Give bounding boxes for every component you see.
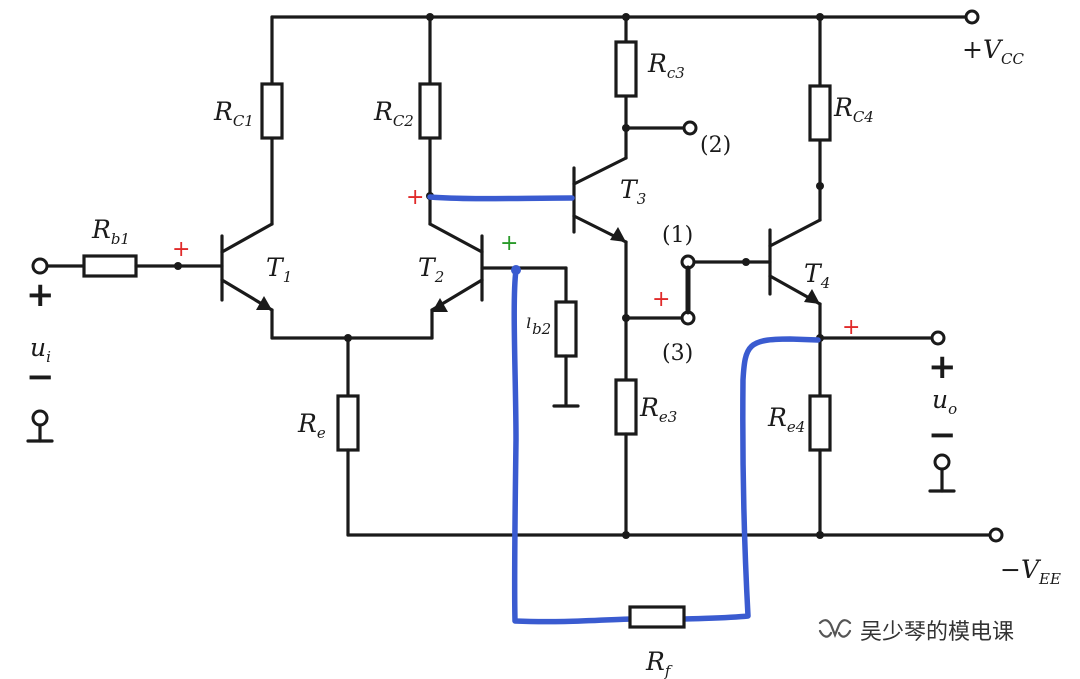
feedback-annotation [427, 194, 821, 629]
t3-label: T3 [620, 175, 646, 208]
transistor-t1 [220, 136, 274, 340]
node-2-label: (2) [700, 133, 731, 158]
re-label: Re [297, 409, 326, 442]
t4-label: T4 [804, 259, 830, 292]
node-3-label: (3) [662, 341, 693, 366]
resistor-rc4 [808, 84, 832, 142]
input-section [26, 254, 224, 443]
rc2-label: RC2 [373, 97, 414, 130]
output-minus-sign: − [928, 415, 957, 455]
blue-feedback-left [511, 267, 633, 625]
blue-feedback-right [681, 336, 821, 622]
output-ground-terminal [933, 453, 951, 471]
vcc-terminal [964, 9, 980, 25]
output-voltage-label: uo [932, 385, 957, 418]
resistor-rb1 [82, 254, 138, 278]
re4-label: Re4 [767, 403, 805, 436]
polarity-mark-output: + [842, 315, 860, 340]
transistor-t4 [768, 138, 824, 398]
wechat-channel-icon [818, 619, 852, 638]
rb2-label: ₗb2 [526, 305, 551, 338]
resistor-rc2 [418, 82, 442, 140]
output-plus-sign: + [928, 347, 957, 387]
polarity-mark-t3-emitter: + [652, 287, 670, 312]
input-ground-terminal [31, 409, 49, 427]
vee-rail [346, 527, 1004, 543]
polarity-mark-t2-collector: + [406, 185, 424, 210]
jumper-1-3 [680, 254, 772, 326]
resistor-re [336, 394, 360, 452]
resistor-rf [628, 605, 686, 629]
input-minus-sign: − [26, 357, 55, 397]
rc1-label: RC1 [213, 97, 254, 130]
resistor-re4 [808, 394, 832, 452]
emitter-bus [270, 334, 434, 537]
input-plus-sign: + [26, 275, 55, 315]
resistor-rc3 [614, 40, 638, 98]
input-terminal [31, 257, 49, 275]
node-1-label: (1) [662, 223, 693, 248]
t2-label: T2 [418, 253, 444, 286]
vcc-label: +VCC [962, 35, 1024, 68]
node-2-terminal [682, 120, 698, 136]
transistor-t2 [428, 136, 568, 340]
polarity-mark-t1-base: + [172, 237, 190, 262]
blue-link-t2-to-t3 [427, 194, 575, 202]
vee-label: −VEE [1000, 555, 1061, 588]
vcc-rail [270, 9, 980, 25]
watermark: 吴少琴的模电课 [818, 612, 1014, 648]
resistor-rc1 [260, 82, 284, 140]
resistor-re3 [614, 378, 638, 436]
watermark-text: 吴少琴的模电课 [860, 620, 1015, 645]
transistor-t3 [572, 94, 698, 382]
re3-label: Re3 [639, 393, 677, 426]
t1-label: T1 [266, 253, 292, 286]
polarity-mark-t2-base: + [500, 231, 518, 256]
rc3-label: Rc3 [647, 49, 685, 82]
rc4-label: RC4 [833, 93, 874, 126]
output-section [816, 330, 956, 493]
output-terminal [930, 330, 946, 346]
input-voltage-label: ui [30, 333, 51, 366]
rf-label: Rf [645, 647, 673, 679]
vee-terminal [988, 527, 1004, 543]
resistor-rb2 [554, 300, 578, 358]
rb1-label: Rb1 [91, 215, 130, 248]
